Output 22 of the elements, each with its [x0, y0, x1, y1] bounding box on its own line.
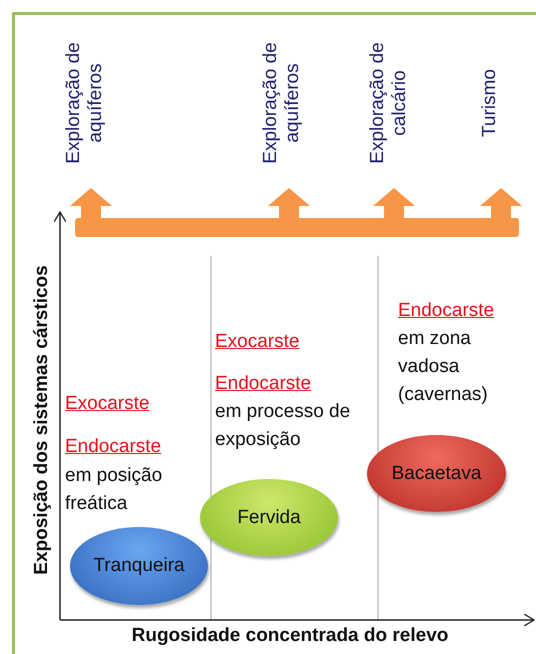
axis-title: Rugosidade concentrada do relevo: [130, 624, 450, 648]
activity-label: Exploração de aquíferos: [63, 18, 109, 188]
description-text: em posição freática: [65, 464, 164, 516]
arrow: [480, 188, 522, 219]
arrow: [373, 188, 415, 219]
term-label: Endocarste: [215, 372, 312, 396]
timeline-bar: [75, 218, 519, 237]
term-label: Endocarste: [65, 435, 162, 459]
term-label: Endocarste: [398, 299, 496, 323]
activity-label: Exploração de calcário: [367, 18, 413, 188]
activity-label: Turismo: [479, 18, 503, 188]
term-label: Exocarste: [65, 392, 150, 416]
site-ellipse: Tranqueira: [70, 527, 208, 605]
site-ellipse: Fervida: [200, 479, 338, 556]
activity-label: Exploração de aquíferos: [260, 18, 306, 188]
arrow: [268, 188, 310, 219]
term-label: Exocarste: [215, 330, 300, 354]
axis-title: Exposição dos sistemas cársticos: [30, 264, 53, 577]
arrow: [70, 188, 112, 219]
site-ellipse: Bacaetava: [367, 435, 506, 512]
description-text: em zona vadosa (cavernas): [398, 327, 489, 407]
description-text: em processo de exposição: [215, 400, 352, 452]
